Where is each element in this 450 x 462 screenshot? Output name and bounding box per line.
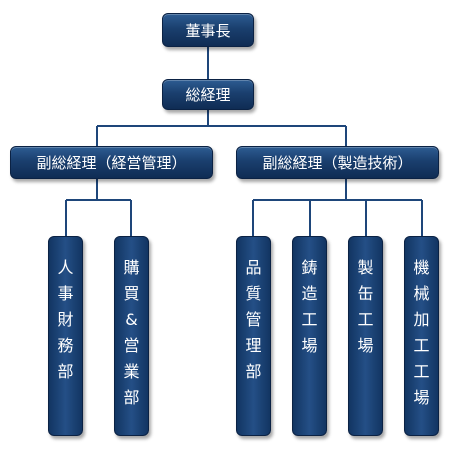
dept-fabrication-plant: 製缶工場: [348, 236, 383, 436]
dept-casting-plant-label: 鋳造工場: [301, 258, 318, 355]
dept-machining-plant-label: 機械加工工場: [413, 258, 430, 407]
president-box: 総経理: [162, 79, 254, 110]
dept-machining-plant: 機械加工工場: [404, 236, 439, 436]
dept-quality-control-label: 品質管理部: [245, 258, 262, 381]
dept-fabrication-plant-label: 製缶工場: [357, 258, 374, 355]
chairman-label: 董事長: [185, 21, 231, 40]
vp-tech-label: 副総経理（製造技術）: [262, 154, 413, 172]
dept-quality-control: 品質管理部: [236, 236, 271, 436]
dept-hr-finance: 人事財務部: [48, 236, 83, 436]
president-label: 総経理: [185, 86, 231, 104]
vp-admin-label: 副総経理（経営管理）: [36, 154, 187, 172]
chairman-box: 董事長: [162, 13, 254, 47]
vp-admin-box: 副総経理（経営管理）: [10, 146, 213, 179]
vp-tech-box: 副総経理（製造技術）: [236, 146, 439, 179]
dept-purchasing-sales-label: 購買&営業部: [123, 258, 140, 407]
dept-purchasing-sales: 購買&営業部: [114, 236, 149, 436]
dept-hr-finance-label: 人事財務部: [57, 258, 74, 381]
dept-casting-plant: 鋳造工場: [292, 236, 327, 436]
